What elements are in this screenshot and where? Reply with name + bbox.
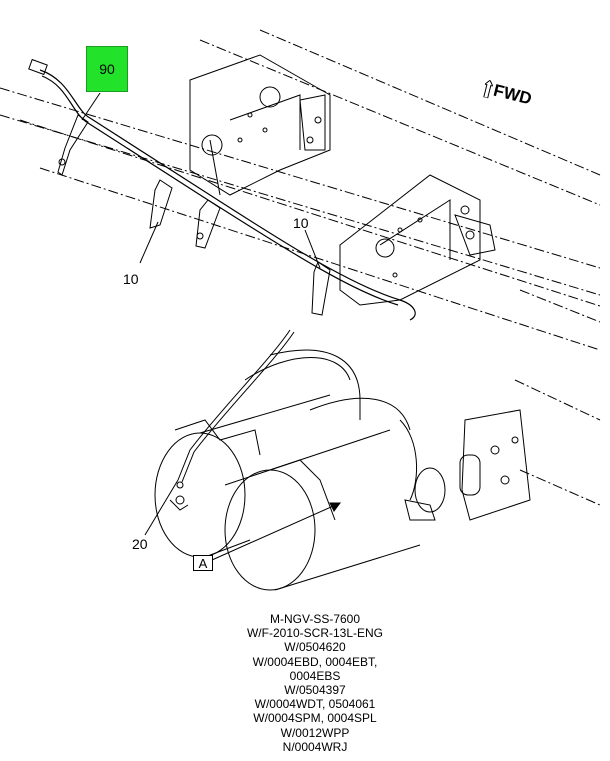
applicability-notes: M-NGV-SS-7600 W/F-2010-SCR-13L-ENG W/050… [200, 612, 430, 754]
note-line: W/0004EBD, 0004EBT, [252, 654, 378, 669]
note-line: N/0004WRJ [282, 739, 348, 754]
callout-20[interactable]: 20 [132, 536, 148, 552]
note-line: W/0504397 [284, 683, 346, 698]
callout-90-highlight[interactable]: 90 [86, 46, 128, 92]
leader-lines [81, 92, 341, 561]
view-a-box[interactable]: A [193, 555, 213, 571]
callout-10-left[interactable]: 10 [123, 271, 139, 287]
note-line: M-NGV-SS-7600 [269, 612, 361, 626]
air-line [28, 58, 416, 483]
air-tank-rear [224, 349, 421, 591]
forward-indicator: FWD [482, 78, 534, 109]
frame-rails [0, 29, 601, 506]
callout-10-right[interactable]: 10 [293, 215, 309, 231]
view-a-label: A [198, 555, 208, 571]
tube-clips [57, 114, 331, 316]
note-line: W/0012WPP [280, 725, 350, 740]
note-line: W/0004SPM, 0004SPL [253, 711, 377, 726]
valve-assembly [404, 409, 531, 521]
crossmember-left [189, 54, 331, 196]
air-tank-front [154, 394, 331, 558]
crossmember-right [339, 174, 496, 306]
note-line: W/0504620 [284, 640, 346, 655]
note-line: W/F-2010-SCR-13L-ENG [246, 626, 384, 641]
callout-90-label: 90 [99, 61, 115, 77]
note-line: W/0004WDT, 0504061 [254, 697, 376, 712]
forward-arrow-icon [483, 79, 494, 99]
note-line: 0004EBS [289, 668, 341, 683]
